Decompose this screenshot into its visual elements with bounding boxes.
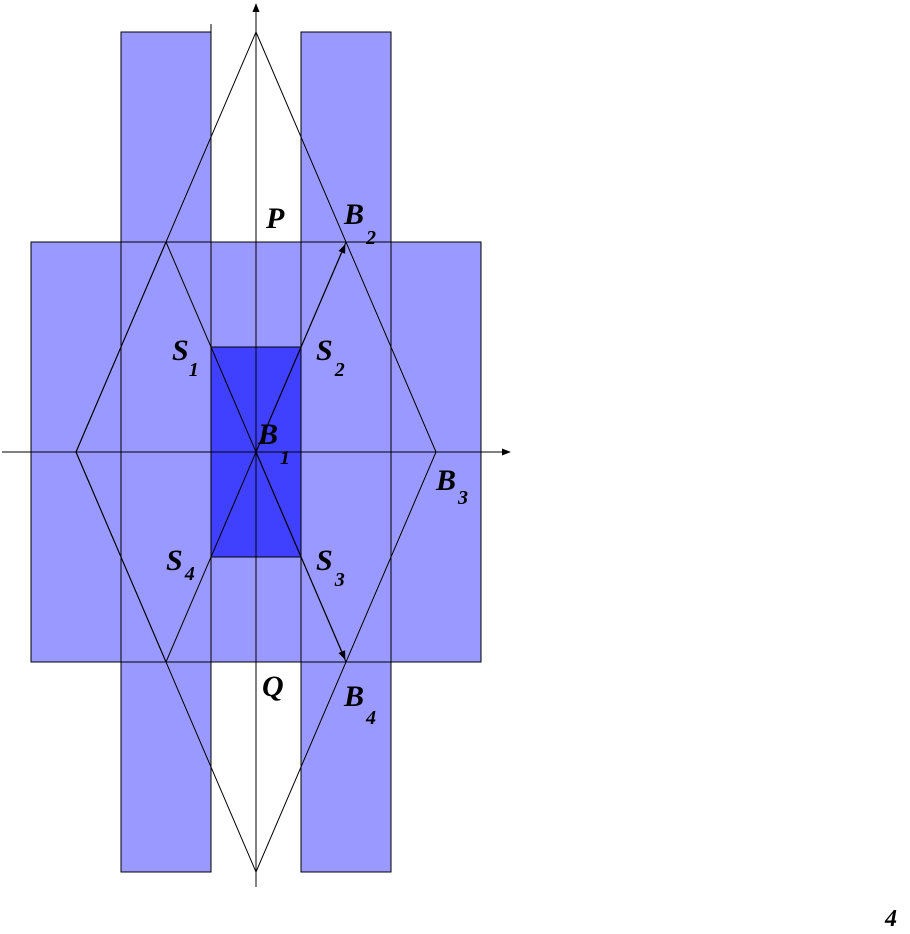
label-s1: S1 <box>172 334 199 381</box>
label-s2: S2 <box>316 334 345 381</box>
arrow-b1-b2 <box>255 244 346 453</box>
label-p: P <box>265 202 285 235</box>
label-q: Q <box>262 670 284 703</box>
label-b2: B2 <box>343 198 376 249</box>
label-b3: B3 <box>435 464 468 509</box>
label-b4: B4 <box>343 680 376 729</box>
label-b1: B1 <box>257 418 290 469</box>
page-number: 4 <box>885 906 897 932</box>
label-s3: S3 <box>316 544 345 591</box>
arrow-b1-b4 <box>255 451 346 660</box>
